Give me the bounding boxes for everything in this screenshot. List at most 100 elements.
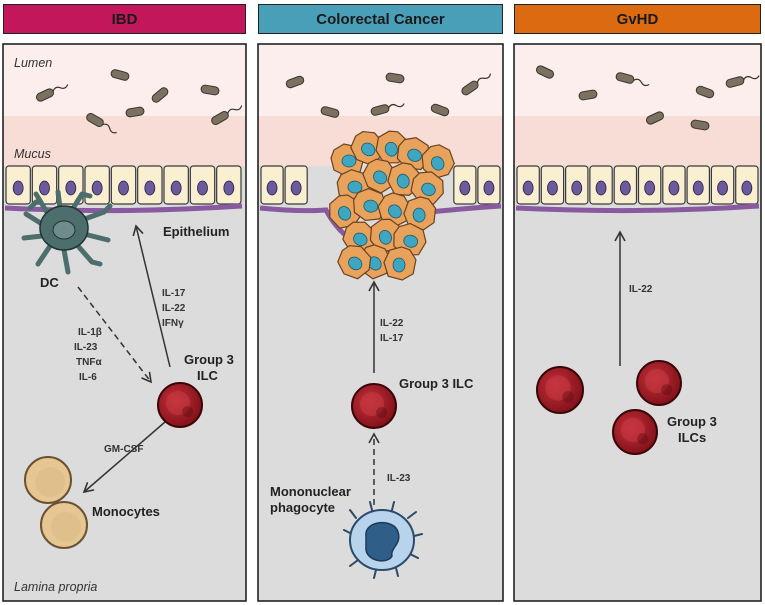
il23-label: IL-23 (387, 473, 411, 484)
ilc-to-monocytes-arrow (82, 421, 166, 494)
epithelial-nucleus (266, 180, 278, 196)
epithelial-nucleus (290, 180, 302, 196)
monocytes-label: Monocytes (92, 504, 160, 519)
ilc-cytokine-2: IL-22 (162, 303, 186, 314)
epithelial-nucleus (571, 180, 583, 196)
epithelial-nucleus (12, 180, 24, 196)
bacterium (151, 87, 169, 103)
crc-cytokine-2: IL-17 (380, 333, 404, 344)
bacterium (430, 103, 450, 117)
lamina-propria-label: Lamina propria (14, 580, 97, 594)
ibd-group3-ilc (157, 382, 203, 428)
bacterium (320, 106, 340, 118)
crc-group3-ilc (351, 383, 397, 429)
gvhd-il22-label: IL-22 (629, 284, 653, 295)
ilc-cell (351, 383, 397, 429)
bacterium (535, 65, 555, 79)
gvhd-ilcs-label-line2: ILCs (678, 430, 706, 445)
bacterium (35, 84, 69, 102)
dendritic-cell (21, 189, 113, 275)
dc-cytokine-2: IL-23 (74, 342, 98, 353)
epithelial-nucleus (644, 180, 656, 196)
epithelial-nucleus (459, 180, 471, 196)
gvhd-panel-border (513, 43, 762, 602)
tumor-cell (396, 136, 431, 171)
bacterium (645, 111, 665, 125)
tumor-cell (377, 192, 412, 228)
crc-ilc-label: Group 3 ILC (399, 376, 474, 391)
bacterium (110, 69, 130, 81)
gvhd-basement-membrane (515, 203, 760, 214)
bacterium (385, 72, 405, 84)
epithelial-nucleus (118, 180, 129, 196)
tumor-cell (337, 245, 372, 280)
epithelial-nucleus (595, 180, 607, 196)
tumor-cell (403, 196, 437, 231)
bacterium (285, 75, 305, 89)
phagocyte-label-line2: phagocyte (270, 500, 335, 515)
epithelial-nucleus (692, 180, 704, 196)
epithelial-nucleus (65, 180, 77, 196)
bacteria-group (35, 65, 760, 134)
ilc-cell (636, 360, 682, 406)
epithelial-nucleus (197, 180, 208, 196)
ilc-cytokine-1: IL-17 (162, 288, 186, 299)
epithelial-nucleus (522, 180, 534, 196)
dc-cytokine-3: TNFα (76, 357, 102, 368)
bacterium (615, 72, 650, 87)
dc-label: DC (40, 275, 59, 290)
ilc-cell (157, 382, 203, 428)
epithelium-label: Epithelium (163, 224, 229, 239)
tumor-cell (383, 246, 417, 281)
ilc-cytokine-3: IFNγ (162, 318, 184, 329)
epithelial-nucleus (144, 180, 156, 196)
bacterium (86, 113, 117, 134)
gvhd-header: GvHD (514, 4, 761, 34)
bacterium (125, 106, 145, 118)
epithelial-nucleus (668, 180, 680, 196)
colorectal-cancer-header: Colorectal Cancer (258, 4, 503, 34)
epithelial-nucleus (483, 180, 495, 196)
ilc-cell (536, 366, 584, 414)
epithelial-nucleus (223, 180, 235, 196)
tumor-cell (421, 144, 455, 180)
dc-cytokine-4: IL-6 (79, 372, 97, 383)
ibd-ilc-label-line2: ILC (197, 368, 219, 383)
panel-backgrounds (2, 43, 762, 602)
ilc-to-epithelium-arrow (132, 224, 171, 368)
epithelial-nucleus (547, 180, 558, 196)
epithelial-nucleus (170, 180, 182, 196)
lumen-label: Lumen (14, 56, 52, 70)
tumor-cell (410, 171, 444, 205)
ilc-cell (612, 409, 658, 455)
epithelial-nucleus (39, 180, 50, 196)
bacterium (461, 73, 492, 96)
bacterium (725, 75, 760, 88)
bacterium (200, 84, 220, 96)
ibd-panel-border (2, 43, 247, 602)
bacterium (370, 103, 405, 116)
epithelial-nucleus (741, 180, 753, 196)
gvhd-ilcs-label-line1: Group 3 (667, 414, 717, 429)
dc-cytokine-1: IL-1β (78, 327, 102, 338)
bacterium (690, 119, 710, 131)
monocyte-cells (24, 456, 88, 549)
phagocyte-label-line1: Mononuclear (270, 484, 351, 499)
crc-cytokine-1: IL-22 (380, 318, 404, 329)
ibd-ilc-label-line1: Group 3 (184, 352, 234, 367)
epithelial-nucleus (717, 180, 728, 196)
crc-panel-border (257, 43, 504, 602)
ibd-mucus-layer (3, 116, 246, 166)
ibd-basement-membrane (4, 203, 243, 214)
bacterium (695, 85, 715, 99)
epithelial-nucleus (619, 180, 631, 196)
tumor-cell (350, 130, 385, 166)
gvhd-mucus-layer (514, 116, 761, 166)
mucus-label: Mucus (14, 147, 51, 161)
tumor-cell (352, 187, 387, 222)
mononuclear-phagocyte (343, 501, 423, 579)
tumor-mass (329, 130, 455, 281)
ibd-header: IBD (3, 4, 246, 34)
epithelium-group (4, 165, 760, 253)
